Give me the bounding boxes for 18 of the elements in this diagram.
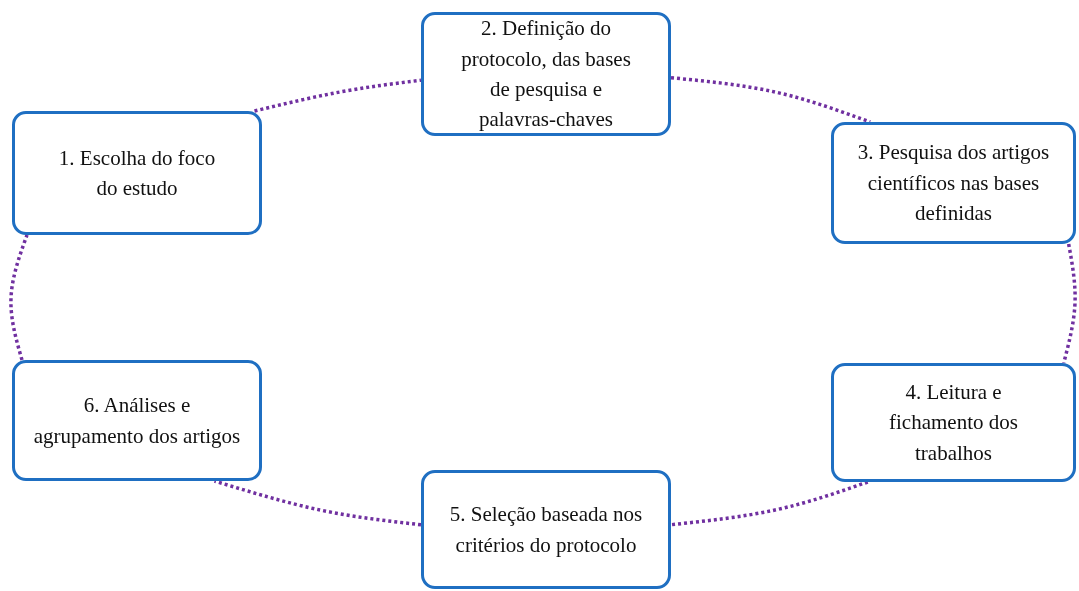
dotted-connector [1062,243,1077,364]
process-box [12,111,262,235]
dotted-connector [670,75,871,124]
step-text: 2. Definição do protocolo, das bases de pesquisa e palavras-chaves [460,15,632,134]
step-text: 3. Pesquisa dos artigos científicos nas bases definidas [856,139,1051,228]
step-text: 4. Leitura e fichamento dos trabalhos [888,378,1019,467]
dotted-connector [254,78,422,113]
process-box [421,470,671,589]
step-text: 1. Escolha do foco do estudo [57,144,217,202]
step-text: 6. Análises e agrupamento dos artigos [32,392,242,450]
dotted-connector [9,234,29,361]
dotted-connector [670,480,869,527]
step-text: 5. Seleção baseada nos critérios do protocolo [448,501,644,559]
dotted-connector [214,479,422,527]
process-box [12,360,262,481]
process-box [831,363,1076,482]
process-box [831,122,1076,244]
process-box [421,12,671,136]
